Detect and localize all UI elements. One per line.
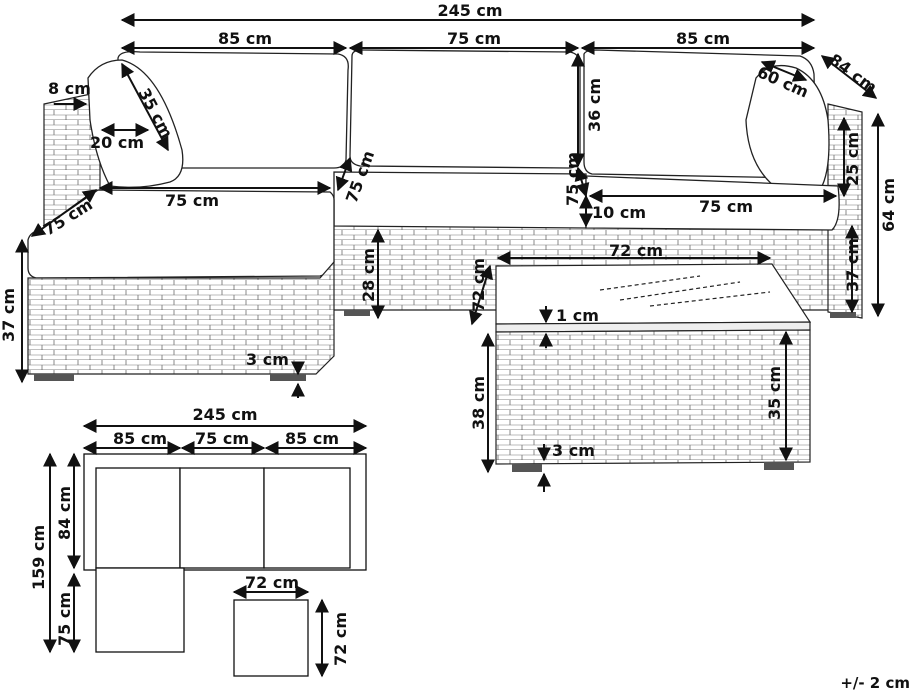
label-plan-table-width: 72 cm [245, 573, 299, 592]
table-glass-top [495, 263, 812, 325]
label-base-height: 28 cm [359, 248, 378, 302]
plan-section-middle [179, 467, 265, 569]
plan-table [233, 599, 309, 677]
label-table-width: 72 cm [609, 241, 663, 260]
label-arm-width: 8 cm [48, 79, 91, 98]
floor-plan [43, 419, 368, 678]
label-plan-left: 85 cm [113, 429, 167, 448]
label-left-section: 85 cm [218, 29, 272, 48]
label-back-height: 36 cm [585, 78, 604, 132]
label-plan-middle: 75 cm [195, 429, 249, 448]
coffee-table-illustration [495, 263, 812, 472]
label-tolerance: +/- 2 cm [840, 674, 910, 692]
label-back-pillow-depth: 20 cm [90, 133, 144, 152]
sofa-foot-back [344, 310, 370, 316]
label-plan-overall-depth: 159 cm [29, 525, 48, 590]
label-table-body: 35 cm [765, 366, 784, 420]
label-total-height: 64 cm [879, 178, 898, 232]
sofa-foot-right [830, 312, 856, 318]
label-glass-thickness: 1 cm [556, 306, 599, 325]
label-table-height: 38 cm [469, 376, 488, 430]
label-total-width: 245 cm [437, 1, 502, 20]
plan-section-right [263, 467, 351, 569]
label-seat-cushion: 10 cm [592, 203, 646, 222]
label-plan-depth: 84 cm [55, 486, 74, 540]
table-rattan-body [495, 329, 811, 465]
label-table-depth: 72 cm [469, 258, 488, 312]
label-ottoman-height: 37 cm [0, 288, 18, 342]
ottoman-foot-left [34, 374, 74, 381]
table-foot-left [512, 464, 542, 472]
label-plan-total: 245 cm [192, 405, 257, 424]
label-depth: 84 cm [826, 50, 881, 97]
label-plan-right: 85 cm [285, 429, 339, 448]
label-right-seat-width: 75 cm [699, 197, 753, 216]
label-right-section: 85 cm [676, 29, 730, 48]
label-ottoman-width: 75 cm [165, 191, 219, 210]
label-seat-height: 37 cm [843, 238, 862, 292]
plan-ottoman [95, 567, 185, 653]
label-plan-table-depth: 72 cm [331, 612, 350, 666]
label-arm-rise: 25 cm [843, 132, 862, 186]
seat-cushion-middle [333, 171, 587, 229]
back-cushion-middle [349, 49, 581, 169]
table-foot-right [764, 462, 794, 470]
label-foot-height: 3 cm [246, 350, 289, 369]
ottoman-foot-right [270, 374, 306, 381]
plan-section-left [95, 467, 181, 569]
label-table-foot: 3 cm [552, 441, 595, 460]
label-plan-ottoman: 75 cm [55, 592, 74, 646]
label-middle-section: 75 cm [447, 29, 501, 48]
label-corner-seat-depth: 75 cm [563, 152, 582, 206]
dimension-lines [15, 13, 885, 492]
